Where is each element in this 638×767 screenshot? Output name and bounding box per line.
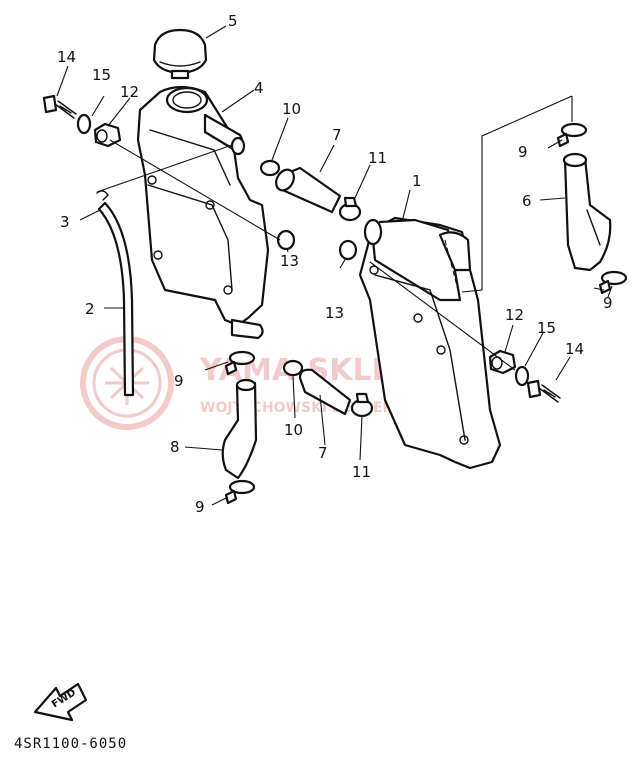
callout-14-left: 14 (57, 48, 76, 66)
callout-15-left: 15 (92, 66, 111, 84)
callout-11-lower: 11 (352, 463, 371, 481)
callout-4: 4 (254, 79, 264, 97)
callout-10-upper: 10 (282, 100, 301, 118)
part-clips (259, 159, 304, 377)
callout-9-left: 9 (174, 372, 184, 390)
part-upper-hose (562, 152, 612, 272)
callout-9-bottom: 9 (195, 498, 205, 516)
callout-numbers: 1 2 3 4 5 6 7 7 8 9 9 9 9 10 10 11 11 12… (57, 12, 613, 516)
diagram-code: 4SR1100-6050 (14, 736, 128, 752)
callout-11-upper: 11 (368, 149, 387, 167)
part-bolts (42, 94, 561, 403)
part-collars (276, 229, 358, 261)
part-lower-hose (221, 378, 258, 480)
part-overflow-hose (96, 144, 233, 397)
callout-7-lower: 7 (318, 444, 328, 462)
callout-12-right: 12 (505, 306, 524, 324)
callout-13-right: 13 (325, 304, 344, 322)
callout-12-left: 12 (120, 83, 139, 101)
callout-10-lower: 10 (284, 421, 303, 439)
callout-15-right: 15 (537, 319, 556, 337)
callout-6: 6 (522, 192, 532, 210)
part-left-radiator (136, 85, 270, 340)
leader-lines (56, 25, 613, 506)
part-radiator-cap (152, 28, 208, 80)
callout-2: 2 (85, 300, 95, 318)
part-connector-hose-lower (298, 368, 352, 416)
callout-5: 5 (228, 12, 238, 30)
fwd-arrow-icon: FWD (33, 682, 88, 722)
part-washers (76, 113, 530, 387)
callout-9-top: 9 (518, 143, 528, 161)
part-hose-bands (338, 196, 374, 418)
callout-9-right: 9 (603, 294, 613, 312)
callout-3: 3 (60, 213, 70, 231)
part-connector-hose-upper (275, 166, 342, 214)
callout-13-left: 13 (280, 252, 299, 270)
part-hose-clamps (224, 122, 628, 505)
callout-7-upper: 7 (332, 126, 342, 144)
callout-8: 8 (170, 438, 180, 456)
callout-1: 1 (412, 172, 422, 190)
callout-14-right: 14 (565, 340, 584, 358)
